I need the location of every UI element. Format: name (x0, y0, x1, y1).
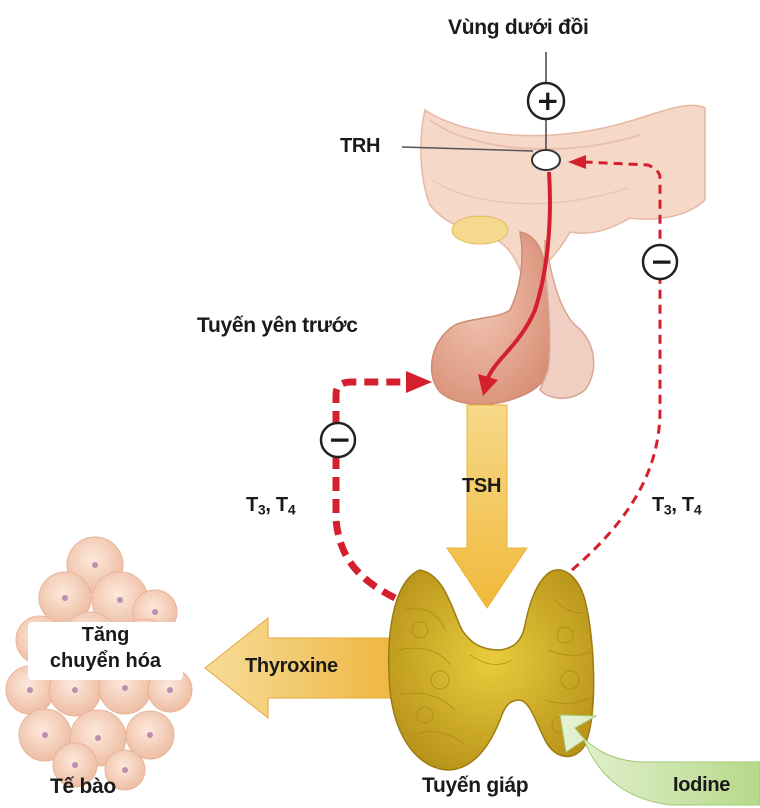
tsh-arrow (447, 405, 527, 608)
t3-t4-left-label: T3, T4 (246, 494, 295, 518)
trh-label: TRH (340, 135, 380, 158)
cells-label: Tế bào (50, 775, 116, 799)
metabolism-line-2: chuyển hóa (28, 648, 183, 674)
t3-right-text: T (652, 494, 664, 516)
minus-sign-right-glyph: − (650, 245, 670, 278)
t4-left-subscript: 4 (288, 502, 296, 518)
hypothalamus-label: Vùng dưới đồi (448, 16, 589, 40)
metabolism-line-1: Tăng (28, 622, 183, 648)
iodine-label: Iodine (673, 774, 730, 797)
tsh-label: TSH (462, 475, 501, 498)
t4-left-text: , T (265, 494, 287, 516)
t4-right-text: , T (671, 494, 693, 516)
anterior-pituitary-shape (432, 232, 594, 404)
t3-left-text: T (246, 494, 258, 516)
trh-neuron (532, 150, 560, 170)
t4-right-subscript: 4 (694, 502, 702, 518)
thyroxine-label: Thyroxine (245, 655, 338, 678)
left-negative-feedback-arrow (336, 371, 432, 598)
plus-sign-glyph: + (536, 84, 556, 117)
anterior-pituitary-label: Tuyến yên trước (197, 314, 358, 338)
thyroid-label: Tuyến giáp (422, 774, 528, 798)
minus-sign-left-glyph: − (328, 423, 348, 456)
t3-t4-right-label: T3, T4 (652, 494, 701, 518)
metabolism-box: Tăng chuyển hóa (28, 622, 183, 680)
